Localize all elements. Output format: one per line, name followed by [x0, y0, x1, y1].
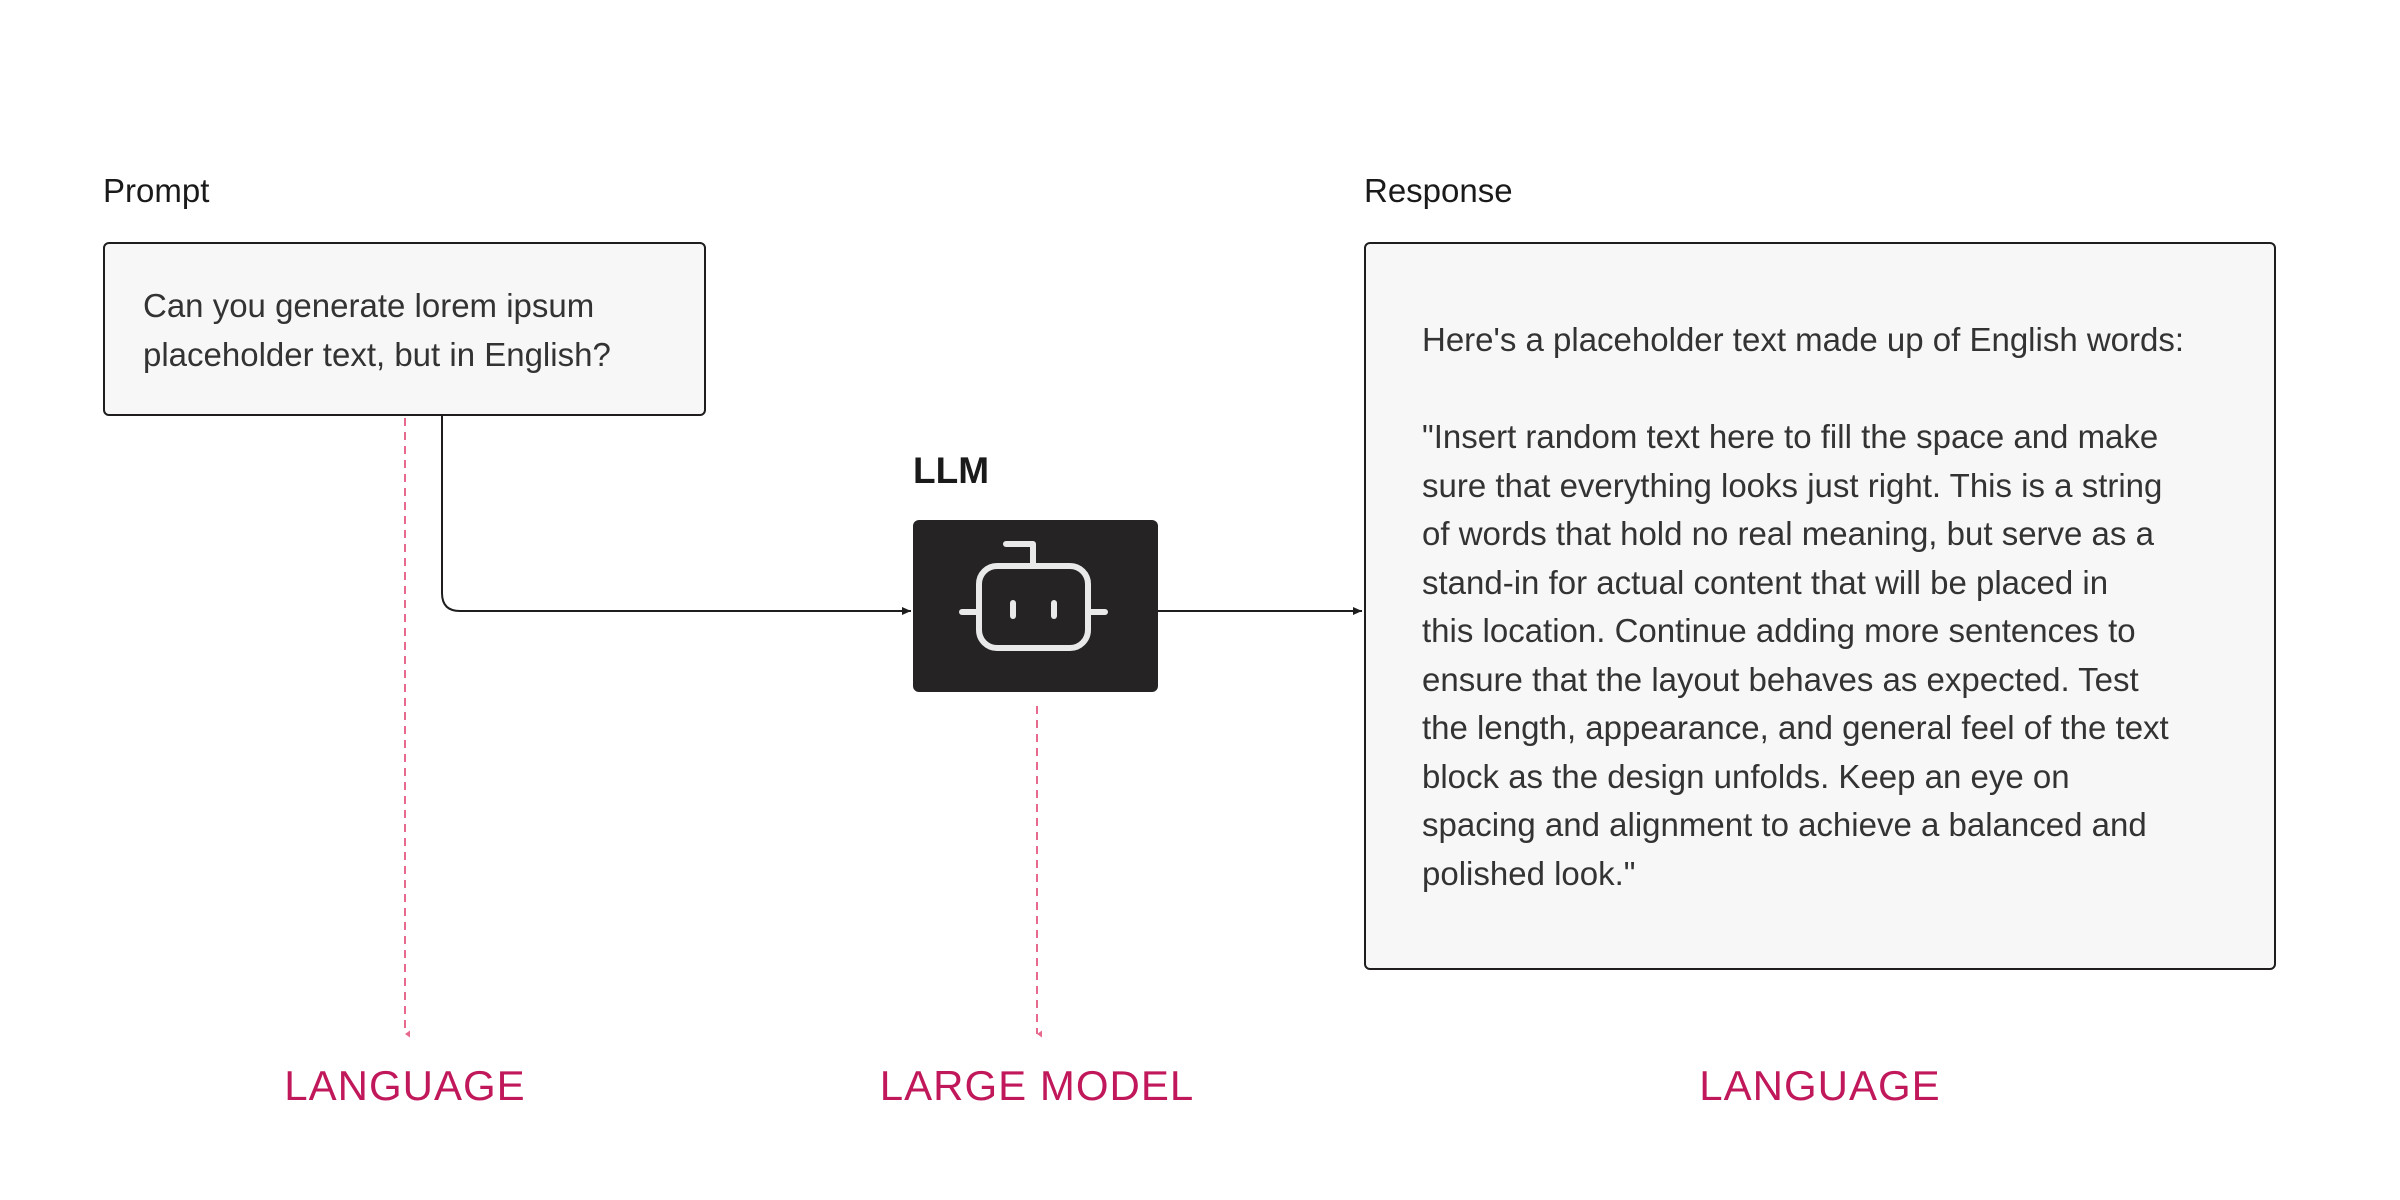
- category-label-language-output: LANGUAGE: [1699, 1062, 1941, 1109]
- llm-box: [913, 520, 1158, 692]
- prompt-label: Prompt: [103, 172, 210, 209]
- prompt-to-llm-arrow: [441, 416, 911, 615]
- robot-icon: [959, 541, 1108, 651]
- category-label-large-model: LARGE MODEL: [879, 1062, 1195, 1109]
- prompt-box: Can you generate lorem ipsum placeholder…: [103, 242, 706, 416]
- response-box: Here's a placeholder text made up of Eng…: [1364, 242, 2276, 970]
- category-label-language-input: LANGUAGE: [284, 1062, 526, 1109]
- response-label: Response: [1364, 172, 1513, 209]
- response-text: Here's a placeholder text made up of Eng…: [1422, 321, 2185, 892]
- llm-label: LLM: [913, 450, 990, 491]
- prompt-text: Can you generate lorem ipsum placeholder…: [143, 287, 611, 373]
